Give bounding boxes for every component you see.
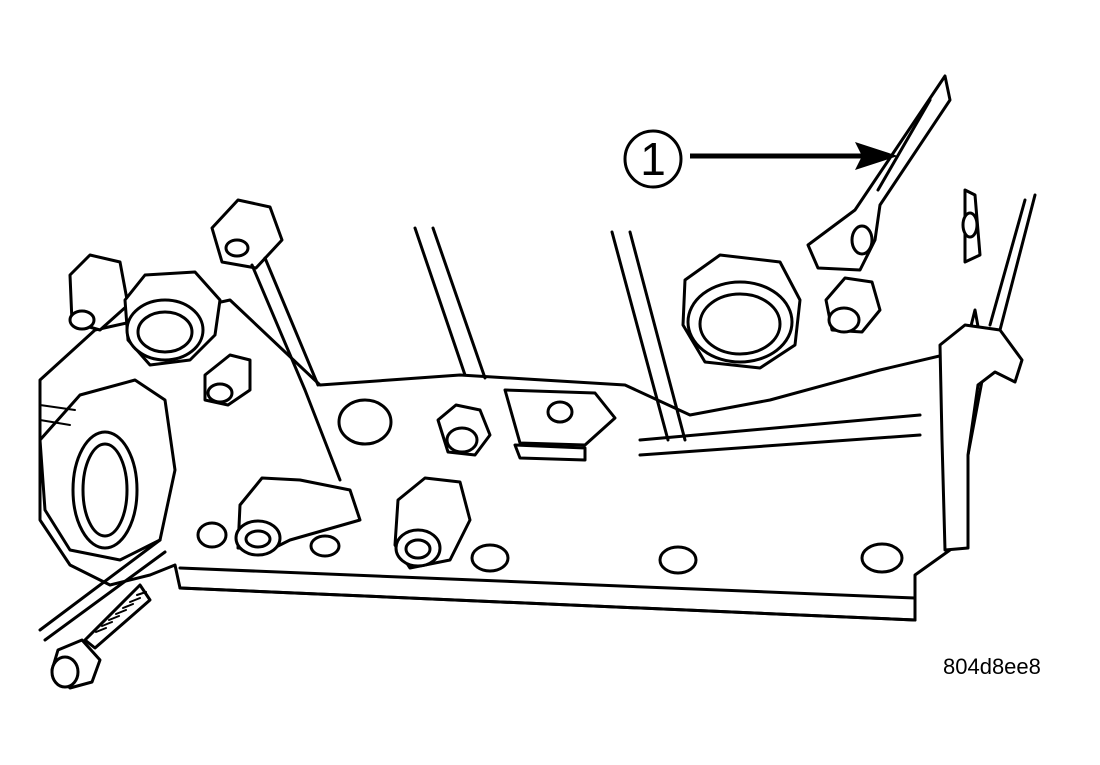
figure-id: 804d8ee8 (943, 654, 1041, 679)
callout-number: 1 (640, 133, 666, 185)
